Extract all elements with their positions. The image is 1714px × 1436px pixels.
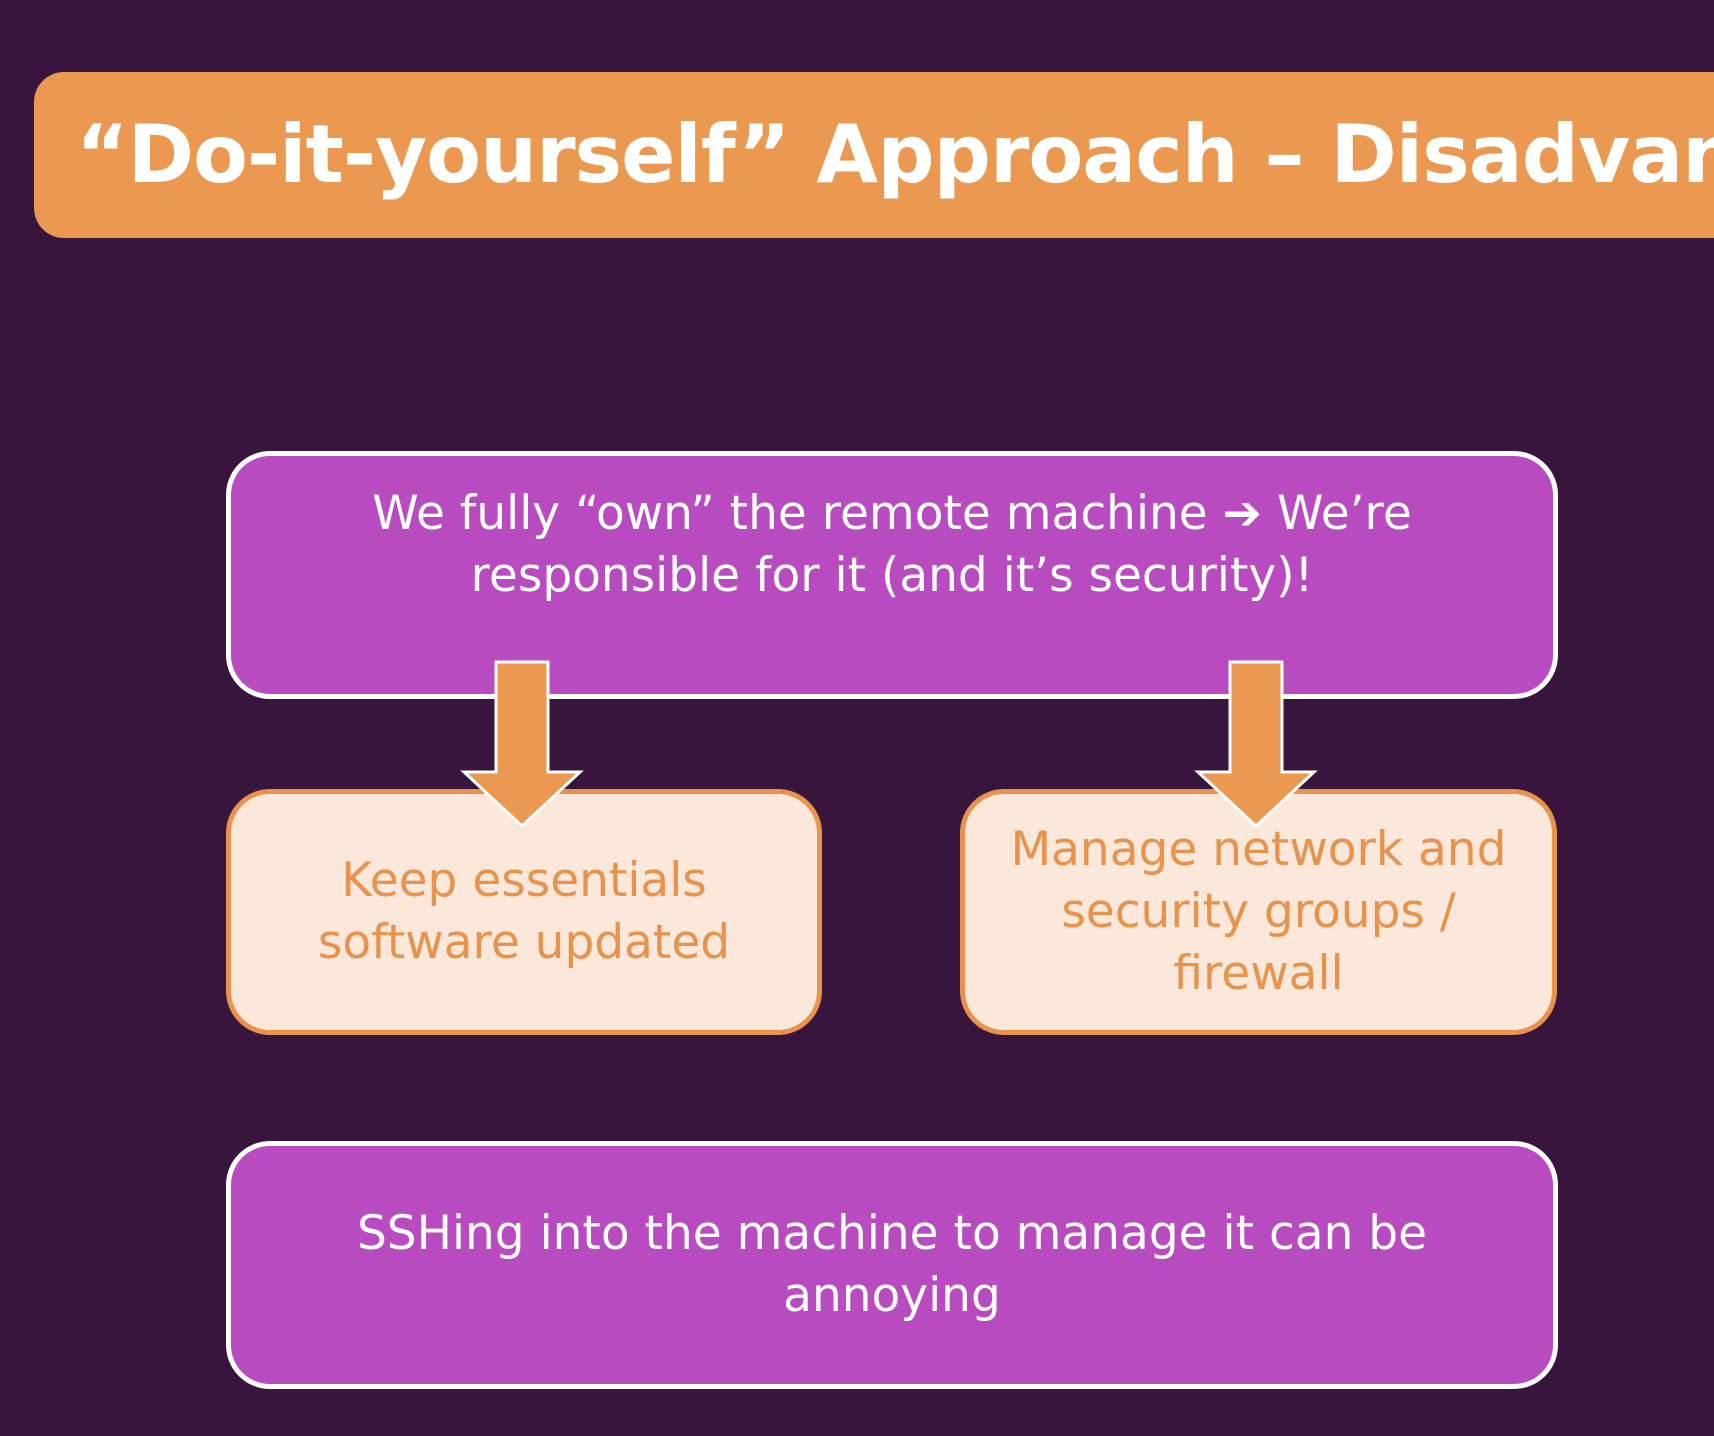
arrow-down-right (1194, 660, 1318, 829)
ssh-annoying-text: SSHing into the machine to manage it can… (356, 1206, 1428, 1323)
ownership-box: We fully “own” the remote machine ➔ We’r… (226, 451, 1558, 699)
update-software-text: Keep essentials software updated (317, 853, 731, 970)
ssh-annoying-box: SSHing into the machine to manage it can… (226, 1141, 1558, 1389)
arrow-down-left (460, 660, 584, 829)
update-software-box: Keep essentials software updated (226, 789, 822, 1035)
ownership-text: We fully “own” the remote machine ➔ We’r… (372, 486, 1412, 603)
slide-title: “Do-it-yourself” Approach – Disadvantage… (76, 108, 1714, 201)
title-bar: “Do-it-yourself” Approach – Disadvantage… (34, 72, 1714, 238)
manage-network-text: Manage network and security groups / fir… (1010, 822, 1507, 1001)
